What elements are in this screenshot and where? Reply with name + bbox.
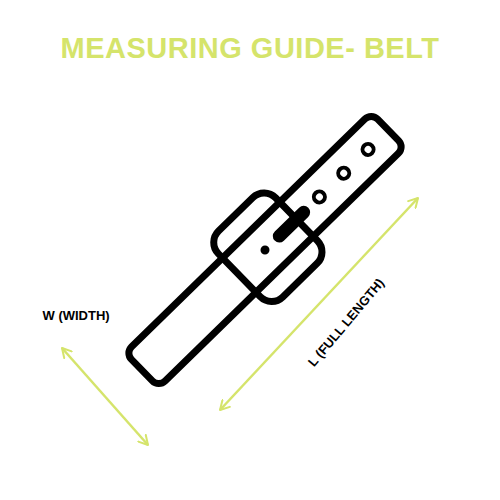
belt-hole <box>360 142 376 158</box>
width-label: W (WIDTH) <box>43 308 110 323</box>
length-label: L (FULL LENGTH) <box>305 275 387 369</box>
belt-hole <box>336 165 352 181</box>
belt-hole <box>312 189 328 205</box>
belt-hole <box>259 244 272 257</box>
belt-buckle <box>207 186 329 308</box>
title: MEASURING GUIDE- BELT <box>61 32 440 65</box>
belt <box>110 97 420 403</box>
buckle-prong <box>279 212 303 236</box>
belt-strap <box>125 113 405 388</box>
